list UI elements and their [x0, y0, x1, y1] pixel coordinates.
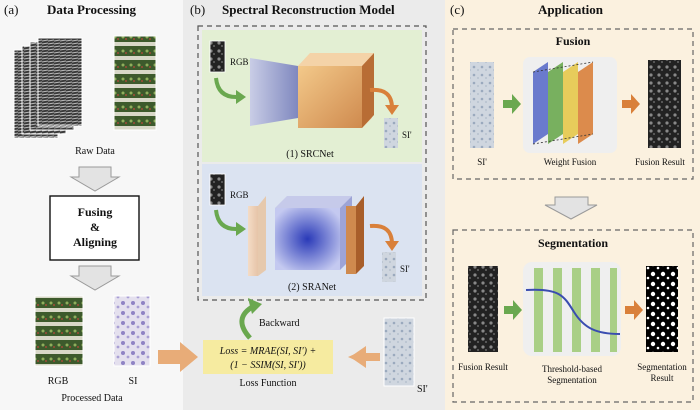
sranet-left-slab [248, 206, 258, 276]
si-prime-large-image [383, 317, 415, 387]
processed-data-label: Processed Data [61, 393, 123, 404]
srcnet-orange-arrow [369, 87, 394, 109]
srcnet-cube-front [298, 66, 362, 128]
fusion-si-input-label: SI' [477, 157, 487, 167]
segmentation-dashed-frame [452, 229, 694, 403]
processed-si-label: SI [129, 376, 138, 387]
panel-a-title: Data Processing [47, 2, 136, 17]
weight-fusion-slabs [532, 61, 594, 145]
step-line-1: Fusing [78, 205, 113, 219]
panel-c-title: Application [538, 2, 604, 17]
down-arrow-2 [69, 265, 121, 291]
processed-rgb-image [34, 295, 84, 367]
fusion-si-input-image [470, 62, 494, 148]
sranet-green-arrowhead [236, 222, 246, 236]
sranet-cube-top [275, 196, 352, 208]
sranet-right-slab-side [356, 196, 364, 274]
fusion-title: Fusion [556, 34, 591, 48]
processed-to-loss-arrow [158, 342, 198, 372]
segmentation-result-label-line-2: Result [650, 373, 674, 383]
step-line-2: & [90, 220, 100, 234]
srcnet-green-arrow [214, 77, 239, 100]
fusion-result-image [648, 60, 681, 148]
loss-function-box [203, 340, 333, 374]
srcnet-orange-arrowhead [385, 105, 399, 115]
threshold-label-line-1: Threshold-based [542, 364, 602, 374]
srcnet-green-arrowhead [236, 90, 246, 104]
sranet-orange-arrowhead [385, 241, 399, 251]
sranet-attention-cube [275, 208, 340, 270]
srcnet-encoder-block [250, 58, 298, 126]
sranet-right-slab [346, 206, 356, 274]
sranet-rgb-label: RGB [230, 190, 249, 200]
threshold-label-line-2: Segmentation [547, 375, 597, 385]
raw-data-label: Raw Data [75, 146, 115, 157]
sranet-rgb-input-image [209, 173, 226, 206]
fusion-green-arrow [503, 94, 521, 114]
threshold-stripes [534, 268, 617, 352]
segmentation-input-image [468, 266, 498, 352]
fusion-to-segmentation-arrow [544, 196, 598, 220]
backward-arrowhead [248, 298, 262, 314]
processed-rgb-label: RGB [48, 376, 69, 387]
si-prime-large-label: SI' [417, 384, 428, 395]
sranet-green-arrow [214, 209, 239, 232]
srcnet-rgb-input-image [209, 40, 226, 73]
loss-caption: Loss Function [240, 378, 297, 389]
fusion-dashed-frame [452, 28, 694, 180]
si-to-loss-arrow-shape [350, 346, 380, 368]
sranet-si-output-label: SI' [400, 264, 410, 274]
panel-c-tag: (c) [450, 2, 464, 17]
step-line-3: Aligning [73, 235, 117, 249]
panel-b-tag: (b) [190, 2, 205, 17]
segmentation-result-image [646, 266, 678, 352]
segmentation-input-label: Fusion Result [458, 362, 508, 372]
fusing-aligning-box [49, 195, 140, 261]
down-arrow-1 [69, 166, 121, 192]
loss-formula-line-1: Loss = MRAE(SI, SI') + [219, 346, 316, 357]
fusion-orange-arrow [622, 94, 640, 114]
srcnet-rgb-label: RGB [230, 57, 249, 67]
sranet-orange-arrow [369, 223, 394, 245]
panel-a-tag: (a) [4, 2, 18, 17]
fusion-result-label: Fusion Result [635, 157, 685, 167]
threshold-curve [525, 288, 621, 335]
processed-si-image [113, 295, 151, 367]
panel-b-title: Spectral Reconstruction Model [222, 2, 395, 17]
srcnet-cube-top [298, 53, 374, 66]
raw-gray-image-stack [13, 37, 83, 139]
srcnet-caption: (1) SRCNet [286, 149, 334, 160]
srcnet-cube-side [362, 53, 374, 128]
sranet-si-output-image [382, 252, 396, 282]
srcnet-si-output-label: SI' [402, 130, 412, 140]
sranet-left-slab-side [258, 196, 266, 276]
segmentation-green-arrow [504, 300, 522, 320]
loss-formula-line-2: (1 − SSIM(SI, SI')) [230, 360, 306, 371]
segmentation-title: Segmentation [538, 236, 608, 250]
segmentation-result-label-line-1: Segmentation [637, 362, 687, 372]
raw-rgb-image [113, 35, 157, 131]
sranet-caption: (2) SRANet [288, 282, 336, 293]
model-dashed-frame [197, 25, 427, 301]
backward-label: Backward [259, 318, 300, 329]
srcnet-si-output-image [384, 118, 398, 148]
weight-fusion-label: Weight Fusion [544, 157, 597, 167]
segmentation-orange-arrow [625, 300, 643, 320]
